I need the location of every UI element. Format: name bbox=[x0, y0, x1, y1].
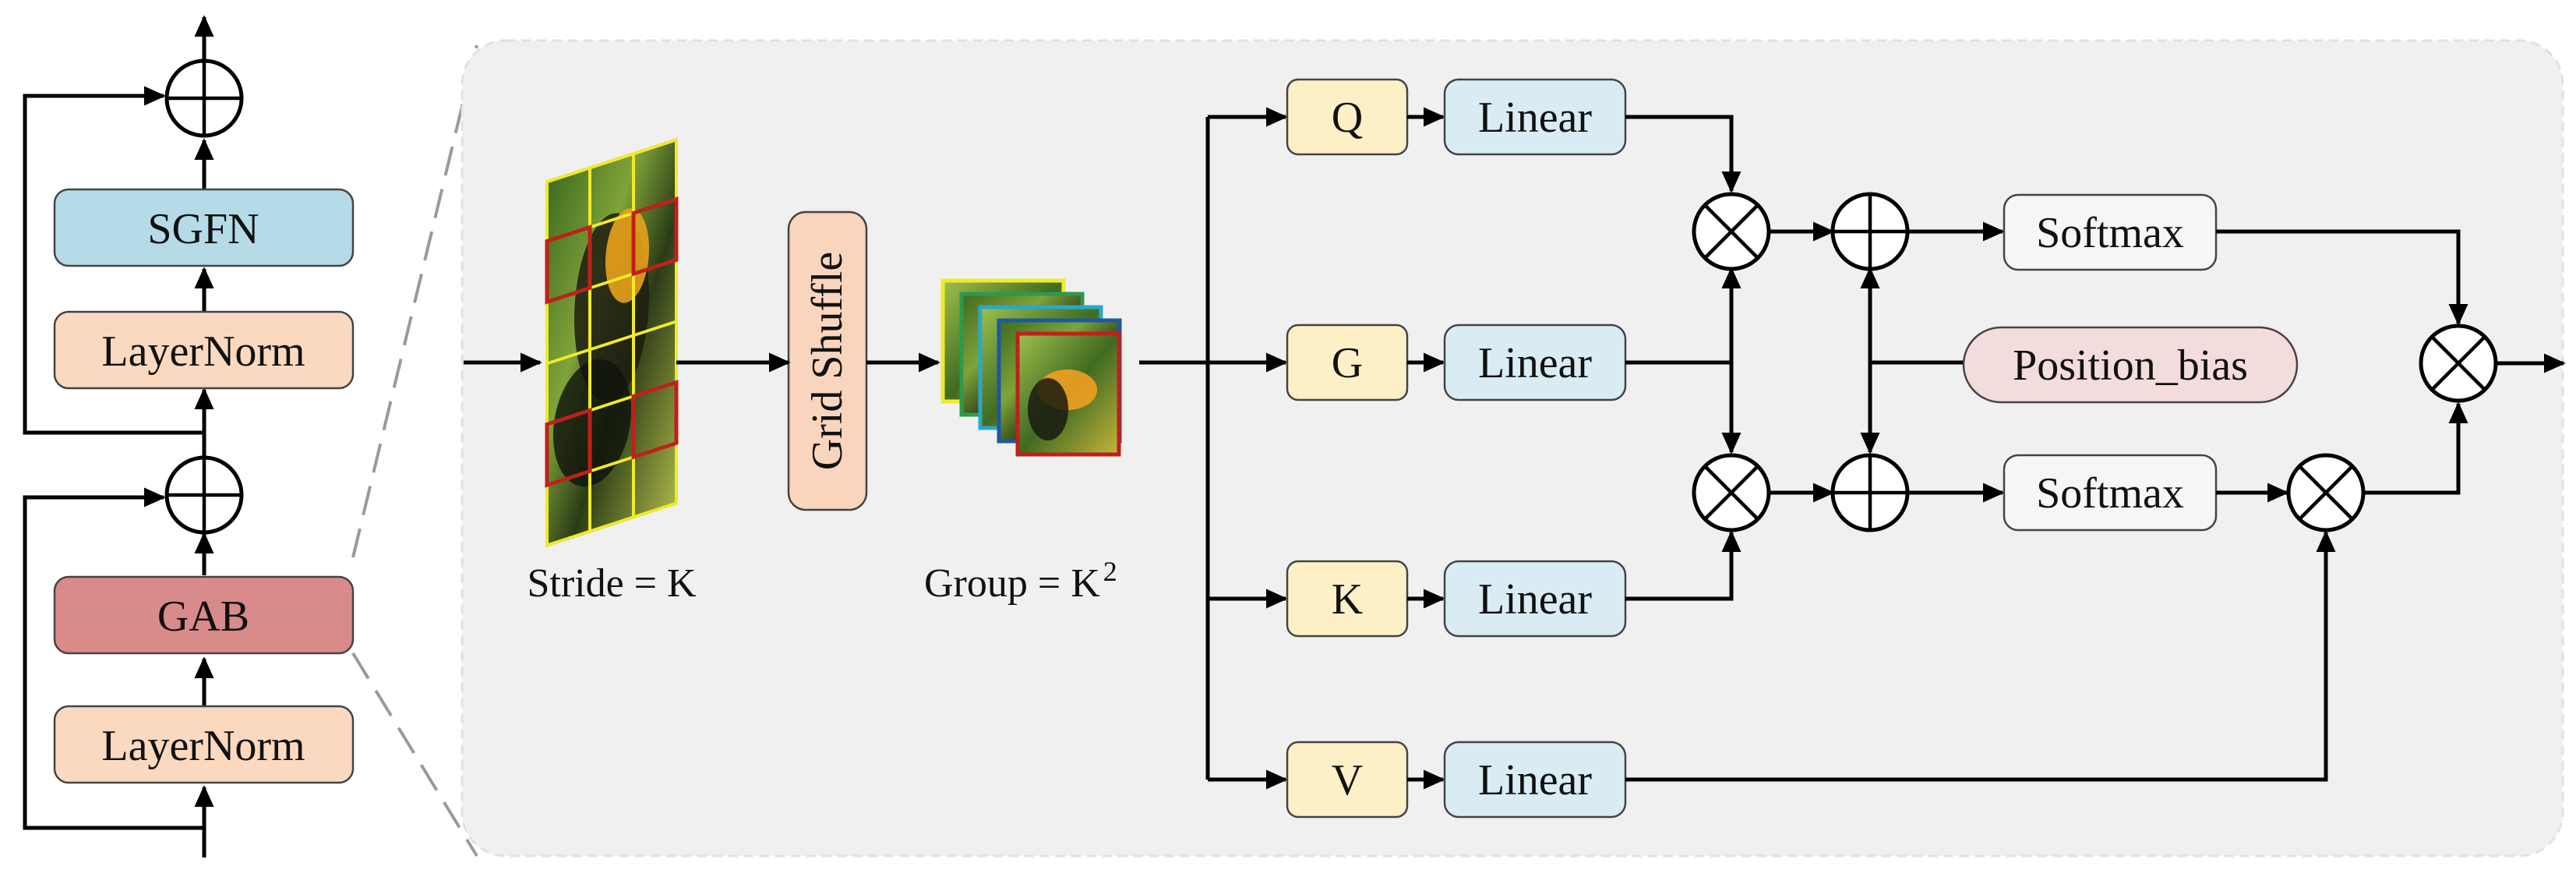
linear-g-box: Linear bbox=[1443, 324, 1627, 401]
k-label: K bbox=[1332, 575, 1363, 624]
layernorm-bottom-label: LayerNorm bbox=[101, 722, 305, 770]
gab-detail-panel bbox=[461, 39, 2564, 857]
softmax-bottom-label: Softmax bbox=[2036, 469, 2184, 518]
transformer-block: SGFN LayerNorm GAB LayerNorm bbox=[23, 15, 355, 857]
multiply-icon bbox=[1692, 453, 1771, 532]
layernorm-top-label: LayerNorm bbox=[101, 327, 305, 376]
multiply-icon bbox=[2286, 453, 2366, 532]
multiply-icon bbox=[1692, 192, 1771, 271]
linear-g-label: Linear bbox=[1478, 339, 1592, 387]
sgfn-label: SGFN bbox=[147, 205, 259, 253]
softmax-bottom-box: Softmax bbox=[2003, 454, 2218, 532]
linear-k-box: Linear bbox=[1443, 560, 1627, 638]
linear-q-label: Linear bbox=[1478, 94, 1592, 142]
linear-q-box: Linear bbox=[1443, 78, 1627, 156]
softmax-top-box: Softmax bbox=[2003, 193, 2218, 271]
add-icon bbox=[1830, 453, 1910, 532]
grid-shuffle-label: Grid Shuffle bbox=[803, 252, 852, 471]
layernorm-bottom-box: LayerNorm bbox=[53, 705, 355, 784]
strided-image bbox=[545, 137, 679, 547]
gab-box: GAB bbox=[53, 575, 355, 655]
grid-shuffle-box: Grid Shuffle bbox=[787, 210, 868, 511]
multiply-icon bbox=[2419, 324, 2498, 403]
residual-add-icon bbox=[164, 455, 244, 535]
g-box: G bbox=[1286, 324, 1409, 401]
zoom-guide-bottom bbox=[351, 652, 478, 857]
linear-v-box: Linear bbox=[1443, 741, 1627, 819]
position-bias-label: Position_bias bbox=[2013, 341, 2248, 390]
sgfn-box: SGFN bbox=[53, 188, 355, 267]
softmax-top-label: Softmax bbox=[2036, 209, 2184, 257]
zoom-guide-top bbox=[351, 44, 478, 558]
g-label: G bbox=[1332, 339, 1363, 387]
layernorm-top-box: LayerNorm bbox=[53, 310, 355, 390]
add-icon bbox=[1830, 192, 1910, 271]
linear-k-label: Linear bbox=[1478, 575, 1592, 624]
linear-v-label: Linear bbox=[1478, 756, 1592, 804]
position-bias-box: Position_bias bbox=[1962, 326, 2299, 404]
stride-caption: Stride = K bbox=[527, 561, 697, 606]
q-label: Q bbox=[1332, 94, 1363, 142]
residual-add-icon bbox=[164, 58, 244, 138]
grouped-patches bbox=[940, 278, 1122, 457]
k-box: K bbox=[1286, 560, 1409, 638]
q-box: Q bbox=[1286, 78, 1409, 156]
gab-label: GAB bbox=[157, 592, 249, 641]
v-box: V bbox=[1286, 741, 1409, 819]
v-label: V bbox=[1332, 756, 1363, 804]
